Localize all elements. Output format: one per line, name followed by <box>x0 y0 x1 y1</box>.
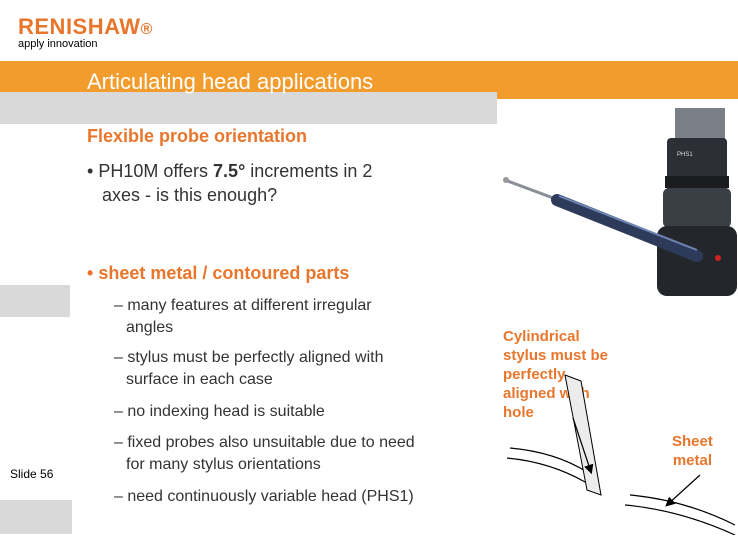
bullet-ph10m-line2: axes - is this enough? <box>102 185 278 205</box>
probe-extension <box>551 194 703 262</box>
stylus-diagram <box>506 374 736 535</box>
indicator-icon <box>715 255 721 261</box>
hole-edge-top <box>509 447 588 473</box>
subitem-2: – stylus must be perfectly aligned with … <box>114 349 384 388</box>
subitem-4: – fixed probes also unsuitable due to ne… <box>114 434 415 473</box>
bullet-dot: • <box>87 263 94 283</box>
hole-edge-bottom <box>506 457 586 483</box>
left-gray-block-1 <box>0 285 70 317</box>
title-underband <box>0 92 497 124</box>
sheet-metal-bottom <box>624 504 736 535</box>
renishaw-logo: RENISHAW® <box>18 14 153 39</box>
logo-mark-icon: ® <box>140 21 153 38</box>
bullet-sheet-metal: • sheet metal / contoured parts <box>87 263 350 283</box>
stylus-shape <box>564 374 602 496</box>
callout-arrow-stylus <box>572 417 594 475</box>
subitem-5: – need continuously variable head (PHS1) <box>114 488 414 505</box>
bullet-ph10m: • PH10M offers 7.5° increments in 2 <box>87 161 373 181</box>
head-label: PHS1 <box>677 152 693 158</box>
bullet-dot: • <box>87 161 94 181</box>
section-heading: Flexible probe orientation <box>87 126 308 146</box>
subitem-3: – no indexing head is suitable <box>114 403 325 420</box>
callout-arrow-sheet <box>665 474 701 507</box>
callout-sheet-metal: Sheet metal <box>672 433 713 469</box>
probe-head-photo: PHS1 <box>497 108 738 303</box>
left-gray-block-2 <box>0 500 72 534</box>
tagline: apply innovation <box>18 38 98 50</box>
subitem-1: – many features at different irregular a… <box>114 297 372 336</box>
slide-number: Slide 56 <box>10 467 54 481</box>
sheet-metal-top <box>629 494 736 526</box>
slide-title: Articulating head applications <box>87 69 374 94</box>
stylus-tip <box>503 177 509 183</box>
